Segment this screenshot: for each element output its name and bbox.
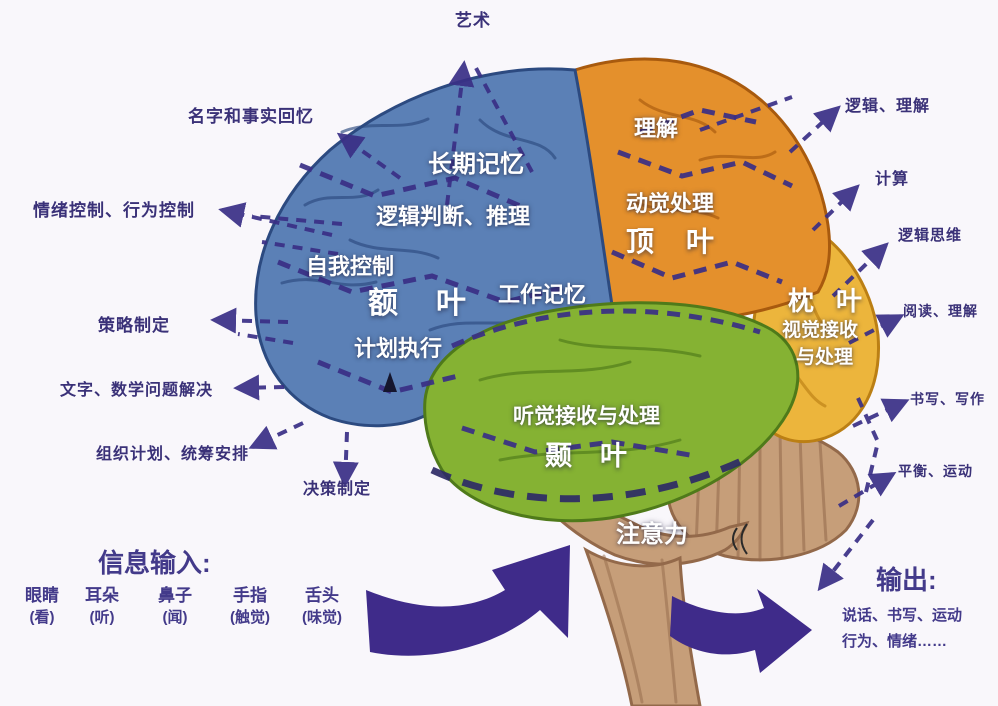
label-calculation: 计算 — [875, 171, 910, 188]
small-triangle-mark — [383, 372, 397, 392]
label-strategy-making: 策略制定 — [98, 316, 170, 335]
parietal-lobe-shape — [573, 57, 832, 329]
input-item-fingers: 手指 (触觉) — [208, 585, 292, 629]
label-writing-composition: 书写、写作 — [910, 391, 985, 407]
frontal-logic-judgement: 逻辑判断、推理 — [376, 204, 531, 229]
output-line2: 行为、情绪…… — [842, 633, 948, 650]
temporal-lobe-name: 颞叶 — [545, 441, 655, 471]
label-logic-understanding: 逻辑、理解 — [845, 98, 931, 115]
frontal-working-memory: 工作记忆 — [498, 282, 587, 307]
input-item-tongue: 舌头 (味觉) — [280, 585, 364, 629]
brainstem-attention: 注意力 — [616, 521, 688, 548]
parietal-lobe-name: 顶叶 — [626, 226, 747, 257]
occipital-visual-line2: 与处理 — [796, 347, 854, 368]
parietal-understanding: 理解 — [634, 116, 679, 141]
output-line1: 说话、书写、运动 — [842, 607, 963, 624]
frontal-self-control: 自我控制 — [306, 254, 395, 279]
input-sense-see: (看) — [29, 609, 55, 626]
output-flow-arrow — [670, 589, 812, 673]
input-flow-arrow — [366, 545, 570, 656]
label-logical-thinking: 逻辑思维 — [898, 227, 963, 244]
frontal-plan-execution: 计划执行 — [354, 336, 443, 361]
occipital-visual-line1: 视觉接收 — [782, 320, 859, 341]
input-item-ears: 耳朵 (听) — [60, 585, 144, 629]
label-word-math-solving: 文字、数学问题解决 — [60, 382, 214, 399]
label-organize-plan: 组织计划、统筹安排 — [96, 446, 250, 463]
input-organ-eyes: 眼睛 — [25, 586, 59, 605]
input-sense-hear: (听) — [89, 609, 115, 626]
occipital-lobe-name: 枕叶 — [788, 286, 885, 316]
input-title: 信息输入: — [98, 548, 211, 578]
label-decision-making: 决策制定 — [303, 481, 372, 498]
label-name-fact-recall: 名字和事实回忆 — [188, 107, 314, 126]
input-sense-taste: (味觉) — [302, 609, 342, 626]
input-organ-fingers: 手指 — [233, 586, 267, 605]
input-organ-ears: 耳朵 — [85, 586, 119, 605]
label-emotion-behavior-control: 情绪控制、行为控制 — [33, 201, 195, 220]
label-reading-comprehension: 阅读、理解 — [903, 303, 978, 319]
input-organ-tongue: 舌头 — [305, 586, 339, 605]
dashed-connection-arrows — [210, 60, 910, 592]
temporal-lobe-shape — [423, 301, 800, 523]
input-sense-smell: (闻) — [162, 609, 188, 626]
sound-wave-mark — [732, 523, 748, 555]
frontal-long-term-memory: 长期记忆 — [428, 151, 524, 178]
temporal-auditory: 听觉接收与处理 — [513, 405, 660, 428]
parietal-kinesthetic: 动觉处理 — [626, 191, 715, 216]
output-title: 输出: — [876, 565, 937, 595]
input-item-eyes: 眼睛 (看) — [0, 585, 84, 629]
input-item-nose: 鼻子 (闻) — [133, 585, 217, 629]
brainstem-shape — [501, 456, 750, 706]
input-organ-nose: 鼻子 — [158, 586, 192, 605]
frontal-lobe-name: 额叶 — [368, 287, 504, 320]
input-sense-touch: (触觉) — [230, 609, 270, 626]
label-balance-movement: 平衡、运动 — [898, 463, 973, 479]
label-art: 艺术 — [455, 11, 491, 30]
